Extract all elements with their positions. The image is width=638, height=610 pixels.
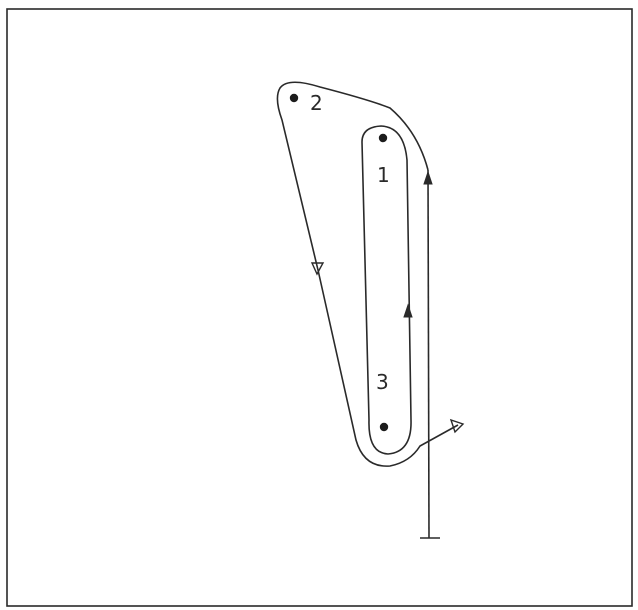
entry-trajectory-line xyxy=(427,169,430,539)
outer-loop xyxy=(276,81,459,467)
arrow-up-right-icon xyxy=(423,170,433,185)
point-3-label: 3 xyxy=(376,370,389,394)
inner-loop-capsule xyxy=(361,125,412,455)
arrow-up-inner-icon xyxy=(403,303,413,318)
point-2-dot xyxy=(289,93,299,103)
point-1-dot xyxy=(378,133,388,143)
point-3-dot xyxy=(379,422,389,432)
point-2-label: 2 xyxy=(310,91,323,115)
point-1-label: 1 xyxy=(377,163,390,187)
arrow-exit-icon xyxy=(449,418,465,434)
arrow-down-left-icon xyxy=(310,262,325,276)
diagram-frame xyxy=(6,8,633,607)
